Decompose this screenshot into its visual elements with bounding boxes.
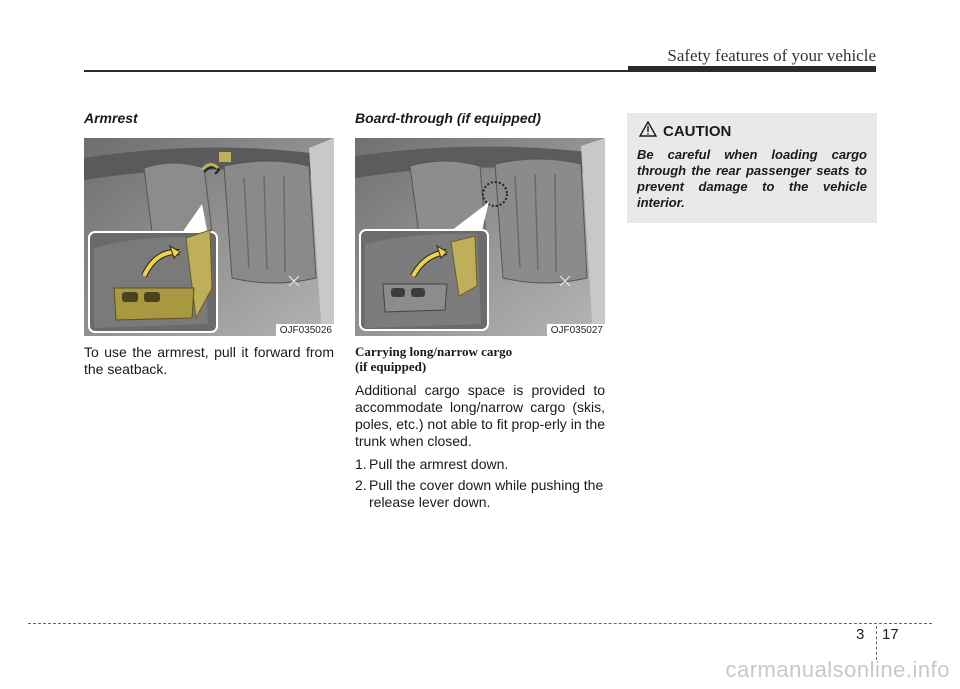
board-through-section: Board-through (if equipped)	[355, 110, 605, 515]
caution-column: CAUTION Be careful when loading cargo th…	[627, 110, 877, 223]
header-rule	[84, 70, 628, 72]
caution-box: CAUTION Be careful when loading cargo th…	[627, 113, 877, 223]
list-item: 1. Pull the armrest down.	[355, 456, 605, 473]
list-item: 2. Pull the cover down while pushing the…	[355, 477, 605, 511]
header-rule-thick	[628, 66, 876, 72]
footer-rule	[28, 623, 932, 624]
cargo-body: Additional cargo space is provided to ac…	[355, 382, 605, 449]
cargo-steps: 1. Pull the armrest down. 2. Pull the co…	[355, 456, 605, 511]
caution-header: CAUTION	[637, 120, 867, 141]
chapter-number: 3	[856, 626, 865, 643]
board-through-figure: OJF035027	[355, 138, 605, 336]
warning-triangle-icon	[638, 120, 658, 141]
armrest-figure: OJF035026	[84, 138, 334, 336]
armrest-body: To use the armrest, pull it forward from…	[84, 344, 334, 377]
board-through-heading: Board-through (if equipped)	[355, 110, 541, 126]
step-number: 1.	[355, 456, 367, 472]
figure-code: OJF035026	[275, 324, 334, 336]
step-text: Pull the armrest down.	[369, 456, 509, 472]
cargo-subheading-line1: Carrying long/narrow cargo	[355, 344, 513, 359]
armrest-heading: Armrest	[84, 110, 138, 126]
caution-title: CAUTION	[663, 122, 732, 140]
page-divider	[876, 626, 877, 660]
running-header-title: Safety features of your vehicle	[667, 46, 876, 65]
caution-text: Be careful when loading cargo through th…	[637, 147, 867, 210]
cargo-subheading: Carrying long/narrow cargo (if equipped)	[355, 344, 605, 374]
figure-code: OJF035027	[546, 324, 605, 336]
armrest-section: Armrest	[84, 110, 334, 378]
step-number: 2.	[355, 477, 367, 493]
cargo-subheading-line2: (if equipped)	[355, 359, 427, 374]
step-text: Pull the cover down while pushing the re…	[369, 477, 604, 510]
watermark: carmanualsonline.info	[725, 657, 950, 682]
armrest-illustration	[84, 138, 334, 336]
page-number: 17	[882, 626, 899, 643]
board-through-illustration	[355, 138, 605, 336]
